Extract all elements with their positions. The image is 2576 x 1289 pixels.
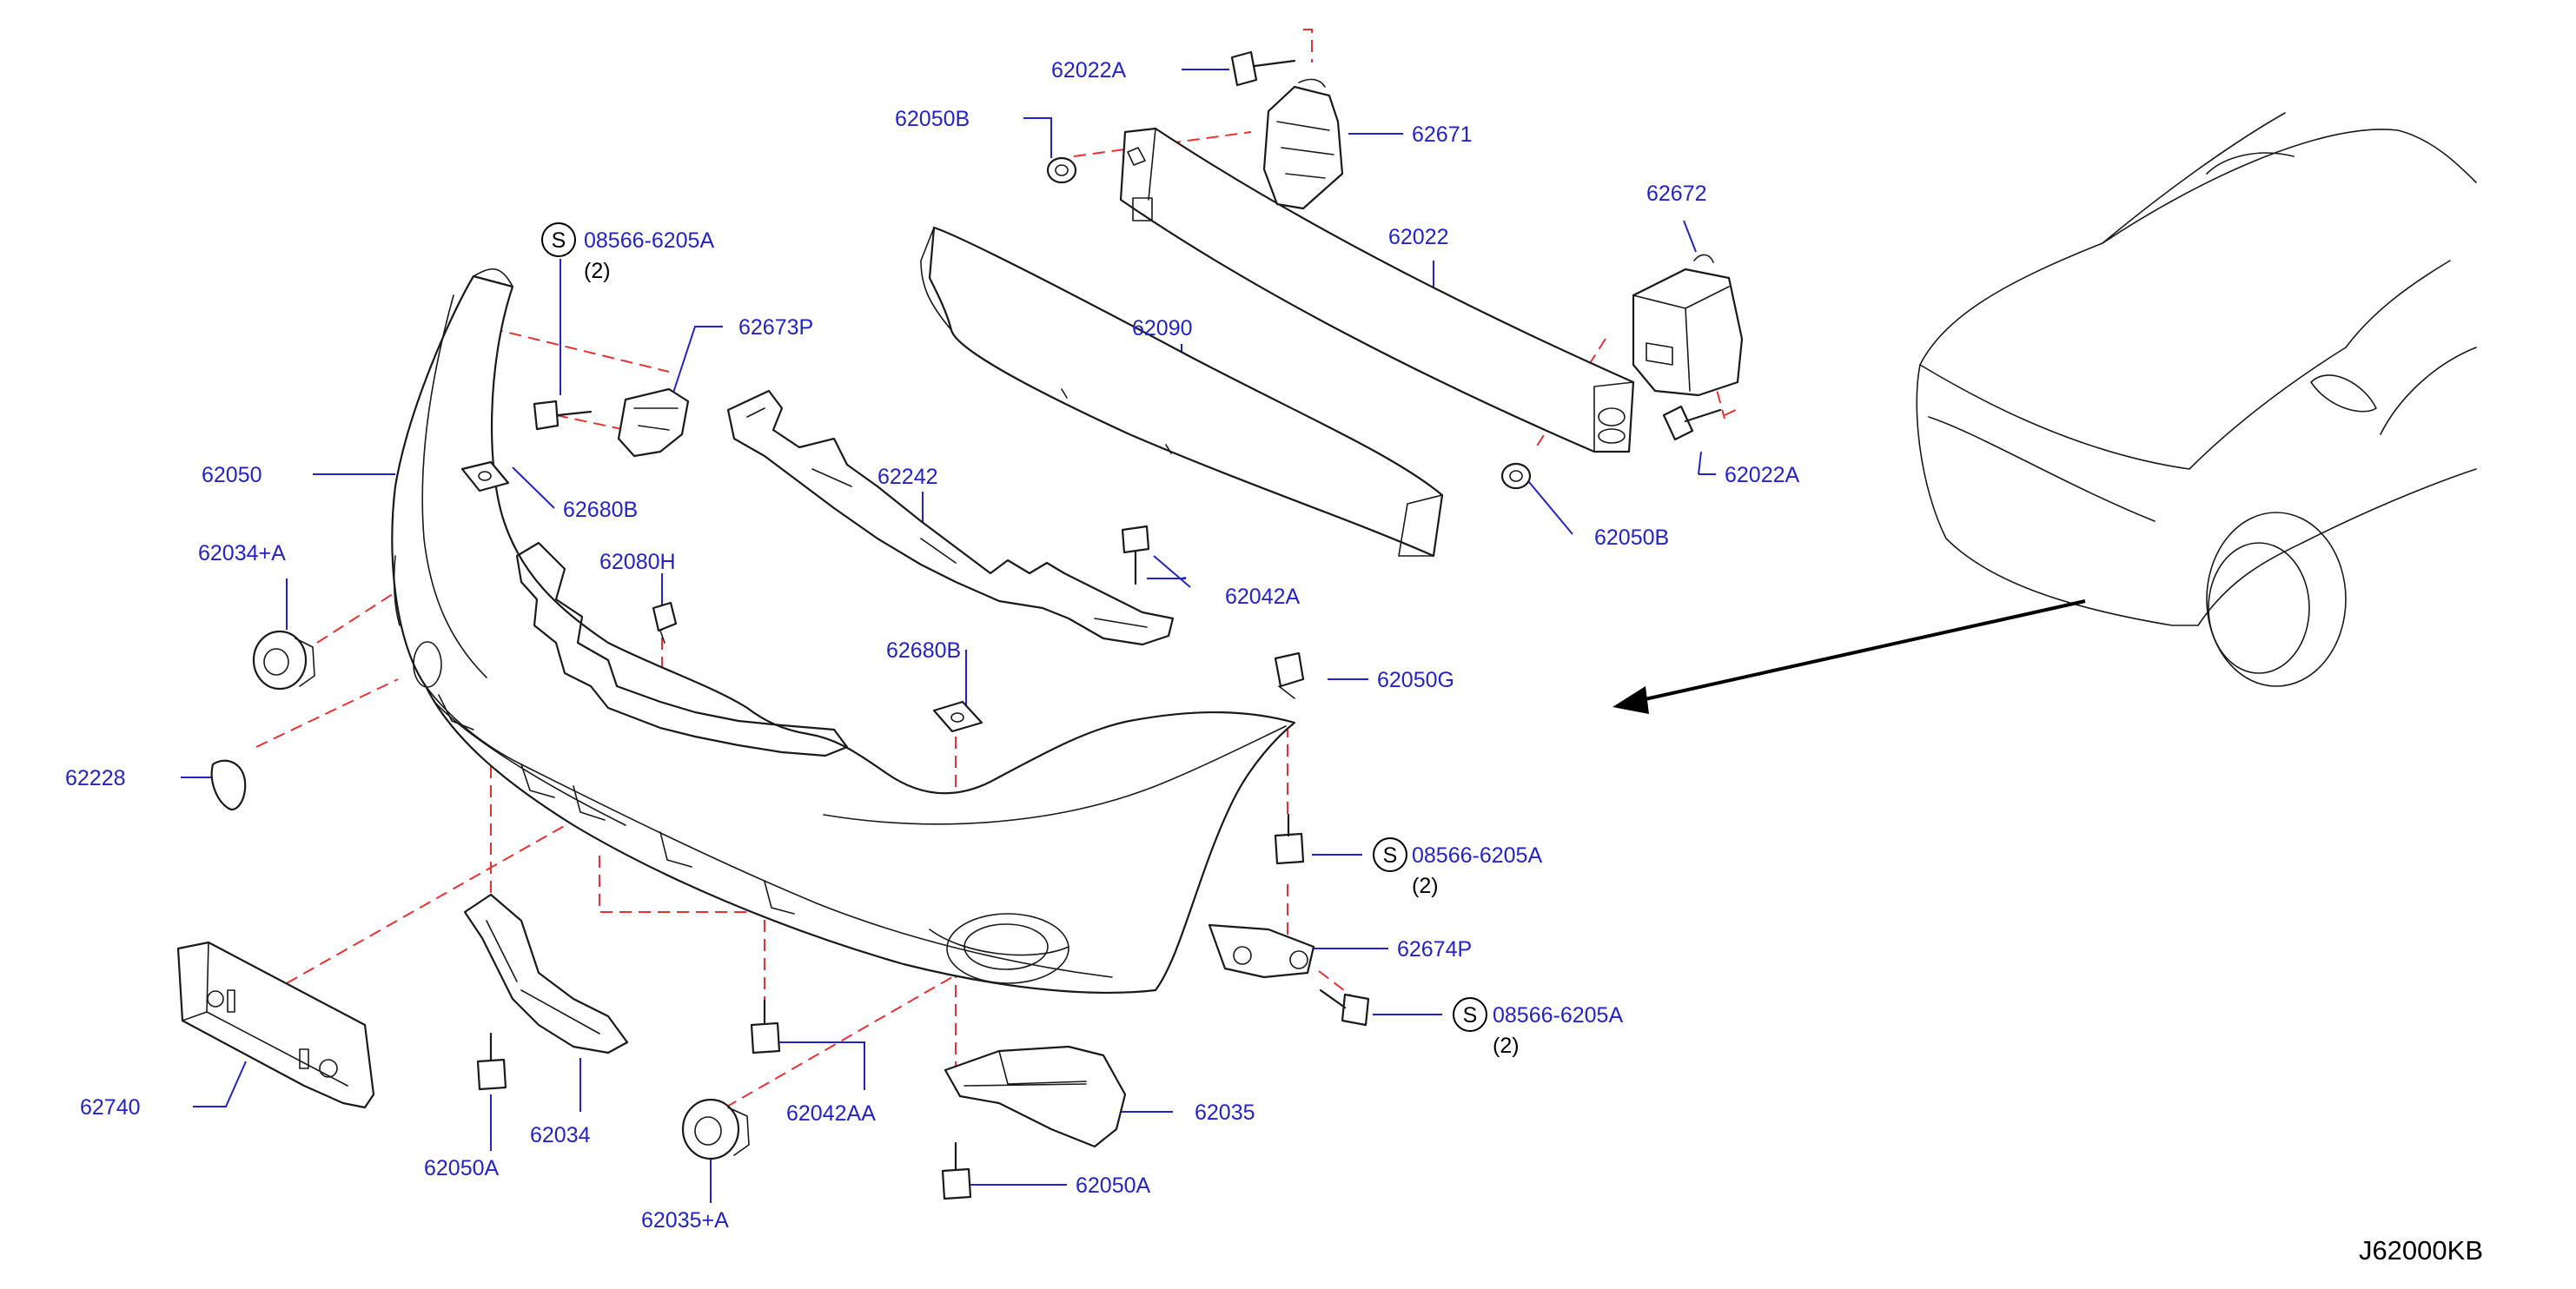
label-62080H: 62080H [599,550,676,574]
bracket-62034 [463,893,629,1054]
vehicle-reference [1916,112,2477,687]
label-62035A: 62035+A [641,1208,729,1233]
svg-text:S: S [1383,843,1398,868]
stay-62242 [726,389,1175,646]
label-62672: 62672 [1646,182,1707,206]
cap-62228 [210,759,247,810]
part-labels: 62022A 62050B 62671 62022 62672 08566-62… [65,58,1800,1233]
label-62050A-right: 62050A [1076,1173,1151,1198]
direction-arrow [1612,599,2086,714]
label-62090: 62090 [1132,316,1193,340]
bracket-62674P [1208,923,1315,979]
label-62674P: 62674P [1397,937,1472,962]
label-08566-top: 08566-6205A [584,228,714,253]
label-62680B-left: 62680B [563,498,638,522]
label-62022A-right: 62022A [1725,463,1800,487]
label-62242: 62242 [877,465,938,489]
label-62740: 62740 [80,1095,141,1120]
grommet-62034A [252,630,315,691]
label-62680B-mid: 62680B [886,638,961,663]
label-08566-low-qty: (2) [1493,1034,1520,1058]
reinforcement-62022 [1119,127,1635,453]
fasteners [460,50,1722,1200]
s-symbol-top: S [541,222,576,257]
label-08566-top-qty: (2) [584,259,611,283]
label-08566-low: 08566-6205A [1493,1003,1623,1028]
label-62022: 62022 [1388,225,1449,249]
license-bracket-62740 [176,941,375,1109]
label-62050A-left: 62050A [424,1156,500,1180]
label-62673P: 62673P [738,315,813,340]
bracket-62672 [1632,254,1744,397]
bracket-62671 [1262,78,1344,210]
label-62022A-top: 62022A [1051,58,1127,83]
upper-retainer-strip [515,541,849,757]
bumper-fascia-62050 [391,268,1296,994]
diagram-code: J62000KB [2359,1235,2483,1266]
label-62050B-right: 62050B [1594,526,1669,550]
grommet-62035A [681,1098,750,1160]
label-62042AA: 62042AA [786,1101,876,1126]
bracket-62035 [944,1045,1127,1148]
label-62034: 62034 [530,1123,591,1147]
s-symbol-low: S [1453,997,1487,1032]
svg-text:S: S [1463,1003,1478,1028]
s-symbol-mid: S [1373,837,1407,872]
label-62035: 62035 [1195,1101,1255,1125]
label-62034A: 62034+A [198,541,286,565]
label-08566-mid-qty: (2) [1412,874,1439,898]
label-62671: 62671 [1412,122,1473,147]
label-62050G: 62050G [1377,668,1454,692]
bracket-62673P [617,387,690,458]
energy-absorber-62090 [920,226,1444,558]
label-62042A: 62042A [1225,585,1301,609]
label-62050: 62050 [202,463,262,487]
label-08566-mid: 08566-6205A [1412,843,1542,868]
label-62050B-top: 62050B [895,107,970,131]
svg-text:S: S [552,228,566,253]
label-62228: 62228 [65,766,126,790]
